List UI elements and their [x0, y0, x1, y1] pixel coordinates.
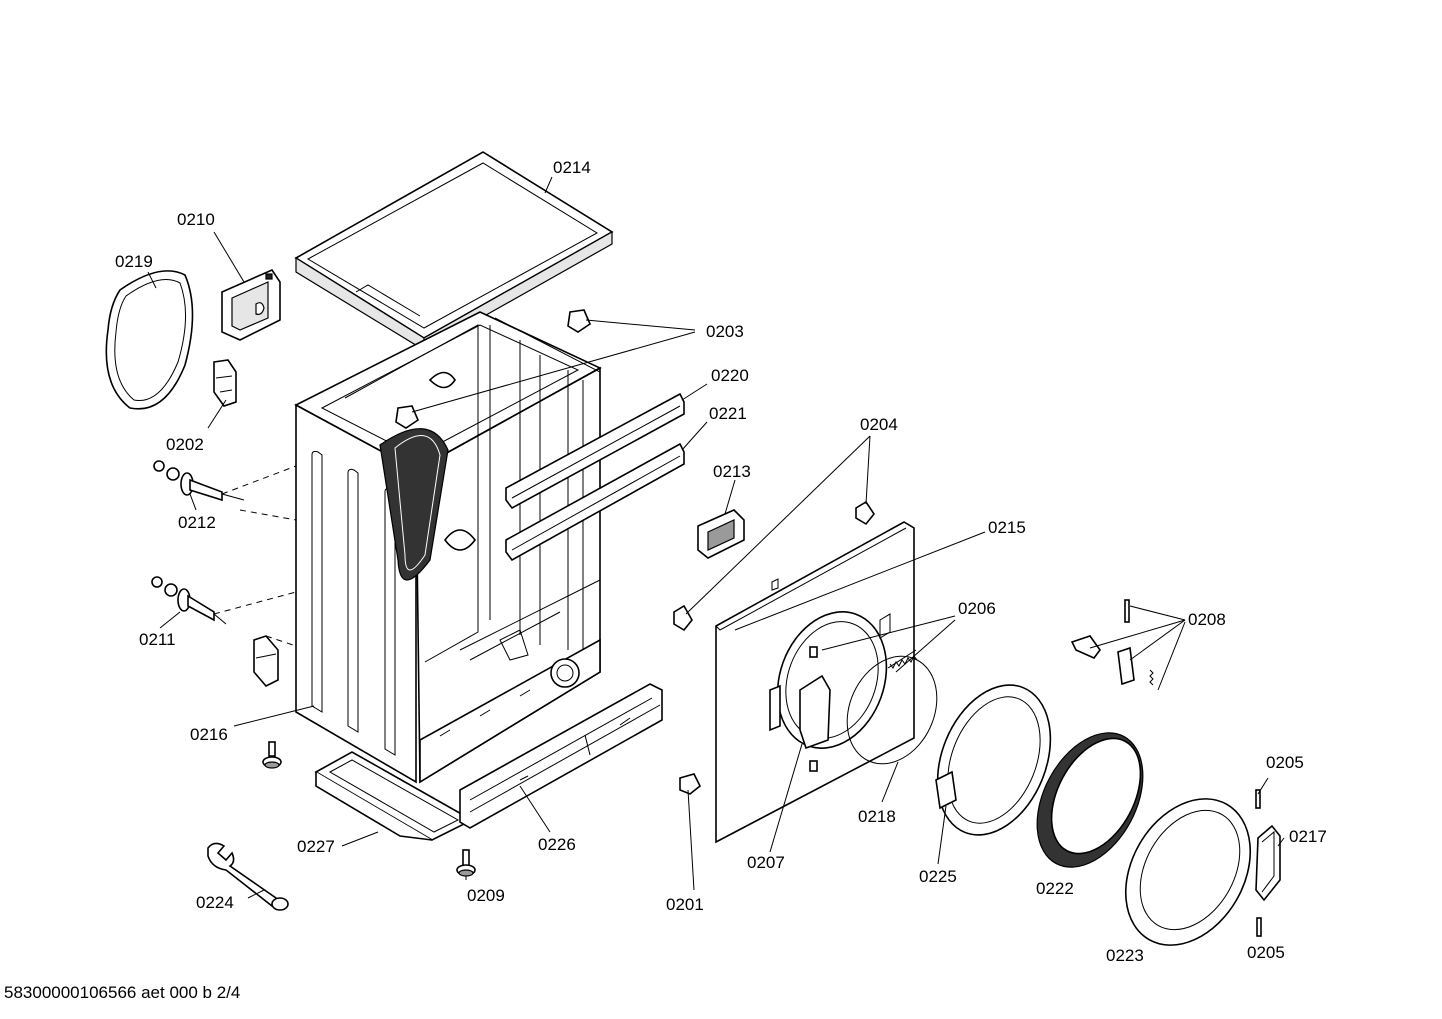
door-inner-ring-part — [935, 684, 1052, 836]
label-0224: 0224 — [196, 893, 234, 912]
part-labels: 0214 0210 0219 0203 0220 0221 0204 0202 … — [115, 158, 1327, 965]
front-panel-part — [715, 521, 915, 844]
label-0216: 0216 — [190, 725, 228, 744]
base-tray-part — [314, 751, 474, 841]
door-glass-part — [1036, 732, 1144, 868]
label-0221: 0221 — [709, 404, 747, 423]
cabinet-part — [294, 311, 602, 784]
top-cover-part — [294, 151, 614, 352]
rail-0220-part — [505, 392, 685, 510]
label-0207: 0207 — [747, 853, 785, 872]
label-0214: 0214 — [553, 158, 591, 177]
label-0205-bottom: 0205 — [1247, 943, 1285, 962]
seal-disk-part — [846, 655, 938, 765]
label-0202: 0202 — [166, 435, 204, 454]
label-0210: 0210 — [177, 210, 215, 229]
label-0227: 0227 — [297, 837, 335, 856]
clip-lower-part — [253, 635, 279, 687]
foot-0209-part — [456, 849, 476, 877]
label-0222: 0222 — [1036, 879, 1074, 898]
kick-panel-part — [459, 683, 663, 829]
label-0226: 0226 — [538, 835, 576, 854]
label-0201: 0201 — [666, 895, 704, 914]
handle-part — [1255, 824, 1281, 902]
label-0204: 0204 — [860, 415, 898, 434]
door-seal-loop-part — [105, 270, 194, 410]
label-0211: 0211 — [139, 630, 176, 649]
label-0213: 0213 — [713, 462, 751, 481]
drawing-reference: 58300000106566 aet 000 b 2/4 — [4, 983, 240, 1002]
label-0215: 0215 — [988, 518, 1026, 537]
clip-0202-part — [213, 359, 237, 407]
clip-0204-part — [673, 500, 875, 632]
label-0219: 0219 — [115, 252, 153, 271]
part-0208 — [1070, 599, 1154, 686]
label-0203: 0203 — [706, 322, 744, 341]
shock-pin-0211-part — [151, 576, 227, 625]
label-0225: 0225 — [919, 867, 957, 886]
leader-lines — [147, 176, 1285, 899]
pump-cover-part — [221, 268, 281, 341]
pin-0205-part — [1255, 789, 1262, 937]
label-0212: 0212 — [178, 513, 216, 532]
door-lock-part — [697, 509, 745, 559]
door-outer-ring-part — [1124, 798, 1252, 946]
foot-left-part — [262, 741, 282, 769]
rail-0221-part — [505, 442, 685, 562]
shock-pin-0212-part — [153, 460, 245, 502]
label-0209: 0209 — [467, 886, 505, 905]
label-0208: 0208 — [1188, 610, 1226, 629]
label-0218: 0218 — [858, 807, 896, 826]
label-0223: 0223 — [1106, 946, 1144, 965]
label-0217: 0217 — [1289, 827, 1327, 846]
label-0205-top: 0205 — [1266, 753, 1304, 772]
label-0220: 0220 — [711, 366, 749, 385]
spring-part — [887, 649, 918, 669]
part-0201 — [679, 773, 702, 795]
label-0206: 0206 — [958, 599, 996, 618]
